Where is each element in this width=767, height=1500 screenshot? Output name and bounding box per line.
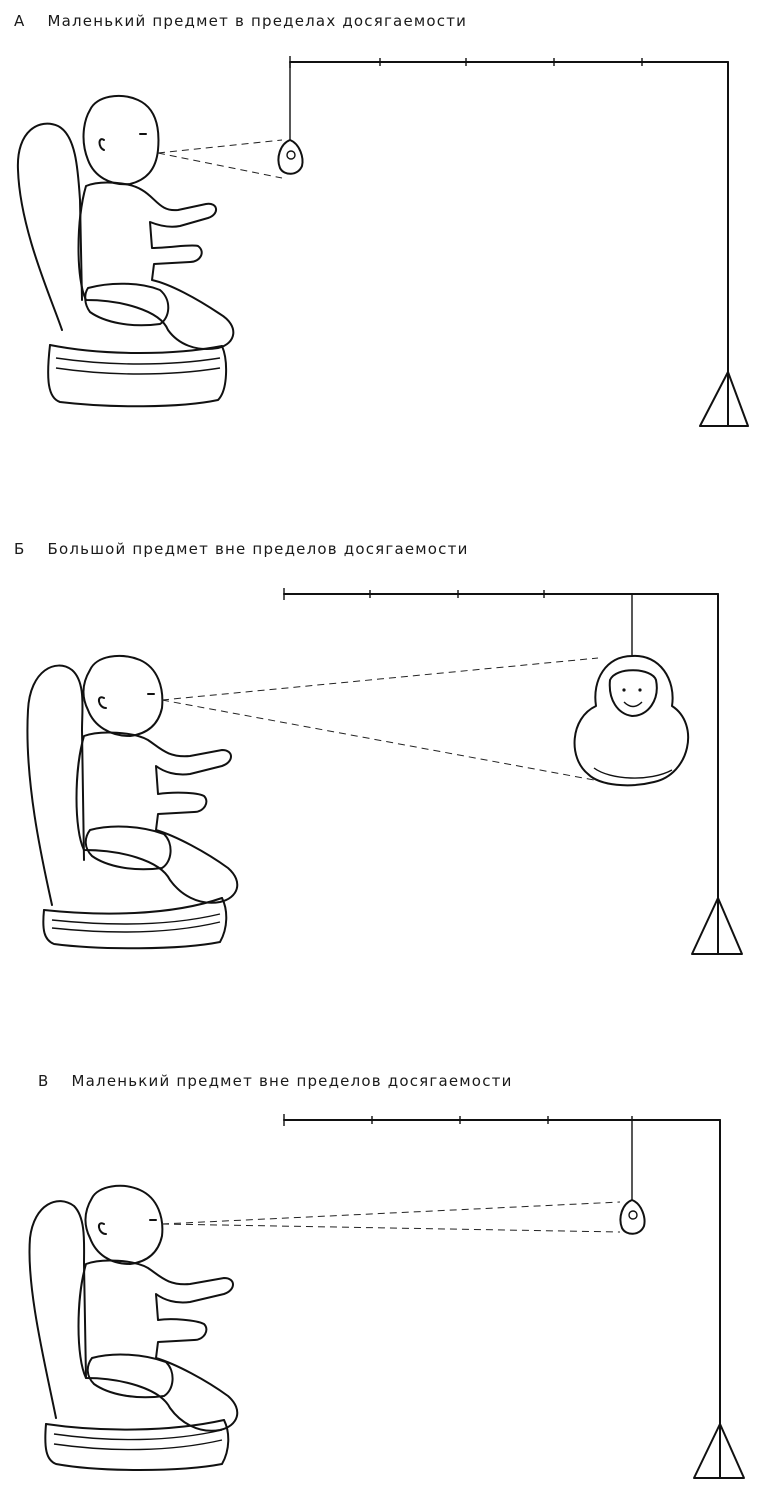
panel-c-letter: В (38, 1072, 50, 1090)
baby-figure-icon (75, 654, 239, 904)
panel-a-text: Маленький предмет в пределах досягаемост… (47, 12, 468, 30)
panel-c-text: Маленький предмет вне пределов досягаемо… (71, 1072, 513, 1090)
panel-c-caption: В Маленький предмет вне пределов досягаем… (38, 1072, 513, 1090)
baby-figure-icon (77, 94, 235, 350)
panel-a-letter: А (14, 12, 26, 30)
panel-b-caption: Б Большой предмет вне пределов досягаемос… (14, 540, 469, 558)
armchair-icon (26, 664, 228, 950)
small-toy-icon (277, 62, 304, 175)
baby-figure-icon (77, 1184, 239, 1432)
panel-b: Б Большой предмет вне пределов досягаемос… (0, 530, 767, 1000)
stand-weight-icon (289, 56, 749, 427)
large-doll-icon (573, 594, 690, 787)
panel-c-illustration (28, 1114, 745, 1479)
panel-a-illustration (16, 56, 749, 427)
panel-a-caption: А Маленький предмет в пределах досягаемос… (14, 12, 467, 30)
armchair-icon (16, 122, 228, 408)
panel-a: А Маленький предмет в пределах досягаемос… (0, 0, 767, 480)
armchair-icon (28, 1200, 230, 1471)
panel-b-illustration (26, 588, 743, 955)
small-toy-icon (619, 1116, 646, 1235)
panel-b-letter: Б (14, 540, 26, 558)
panel-c: В Маленький предмет вне пределов досягаем… (0, 1068, 767, 1500)
panel-b-text: Большой предмет вне пределов досягаемост… (47, 540, 469, 558)
stand-weight-icon (283, 588, 743, 955)
stand-weight-icon (283, 1114, 745, 1479)
